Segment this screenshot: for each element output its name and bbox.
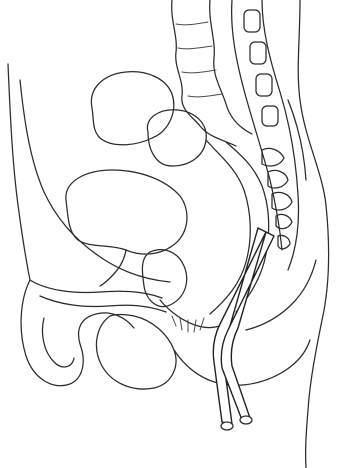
bowel-loop-center [147,110,206,166]
perineum-contour [174,340,310,385]
catheter-tip-right [240,416,252,424]
back-contour-inner [288,100,306,180]
vertebra-2 [250,42,266,64]
bladder [66,170,187,254]
abdomen-wall [20,80,170,282]
anal-sphincter [172,316,204,332]
colon-haustra [176,22,222,97]
colon-descending [172,0,236,146]
bladder-neck [100,250,126,286]
vertebra-1 [244,10,260,32]
abdomen-contour [8,64,30,280]
colon-descending-wall [210,0,252,134]
rectum-inner [226,142,269,312]
vertebra-4 [262,106,278,126]
rectum-outer [206,140,250,314]
spine-outline-back [262,0,299,270]
bowel-loop-left [91,72,173,145]
catheter-tip-left [221,422,233,430]
coccyx [278,235,290,248]
urethra-lower [40,296,166,312]
back-contour [298,0,328,468]
penis [21,280,134,386]
scrotum [96,315,176,390]
penis-inner [42,318,74,367]
urethra-upper [30,280,162,298]
vertebra-3 [256,74,272,96]
